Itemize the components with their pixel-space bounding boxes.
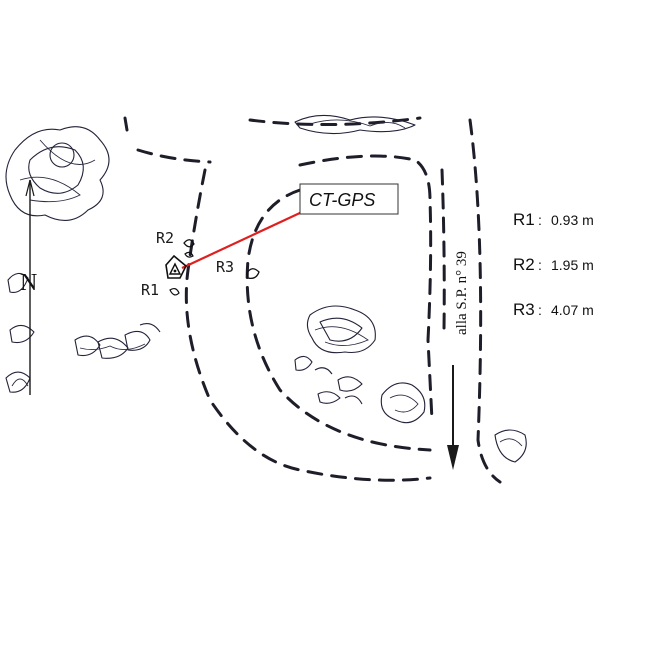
triangle-marker-icon[interactable] bbox=[165, 254, 187, 279]
shrub-center bbox=[294, 305, 376, 405]
north-label: N bbox=[20, 270, 37, 296]
north-arrow-icon: N bbox=[20, 179, 37, 395]
legend-sep-r2: : bbox=[538, 257, 542, 273]
point-label-r1: R1 bbox=[141, 281, 159, 299]
road-label: alla S.P. n° 39 bbox=[454, 251, 470, 335]
legend-row-r2: R2 : 1.95 m bbox=[513, 255, 594, 274]
point-r2[interactable]: R2 bbox=[156, 229, 195, 258]
point-label-r2: R2 bbox=[156, 229, 174, 247]
legend-row-r3: R3 : 4.07 m bbox=[513, 300, 594, 319]
legend-value-r2: 1.95 m bbox=[551, 257, 594, 273]
rock-cluster-left bbox=[74, 323, 161, 359]
legend-sep-r3: : bbox=[538, 302, 542, 318]
path-outlines bbox=[123, 116, 502, 484]
legend-name-r2: R2 bbox=[513, 255, 535, 274]
distance-legend: R1 : 0.93 m R2 : 1.95 m R3 : 4.07 m bbox=[513, 210, 594, 319]
legend-name-r3: R3 bbox=[513, 300, 535, 319]
shrub-lower-right bbox=[380, 382, 527, 463]
legend-value-r3: 4.07 m bbox=[551, 302, 594, 318]
callout-label: CT-GPS bbox=[309, 190, 375, 210]
legend-sep-r1: : bbox=[538, 212, 542, 228]
callout-ctgps[interactable]: CT-GPS bbox=[299, 183, 399, 215]
vegetation bbox=[5, 114, 527, 463]
legend-value-r1: 0.93 m bbox=[551, 212, 594, 228]
callout-leader bbox=[181, 211, 303, 269]
legend-row-r1: R1 : 0.93 m bbox=[513, 210, 594, 229]
shrub-top-center bbox=[294, 114, 416, 135]
point-r1[interactable]: R1 bbox=[141, 281, 180, 299]
legend-name-r1: R1 bbox=[513, 210, 535, 229]
tree-top-left bbox=[5, 126, 110, 221]
arrow-down-icon bbox=[447, 365, 459, 470]
point-r3[interactable]: R3 bbox=[216, 258, 260, 280]
point-label-r3: R3 bbox=[216, 258, 234, 276]
